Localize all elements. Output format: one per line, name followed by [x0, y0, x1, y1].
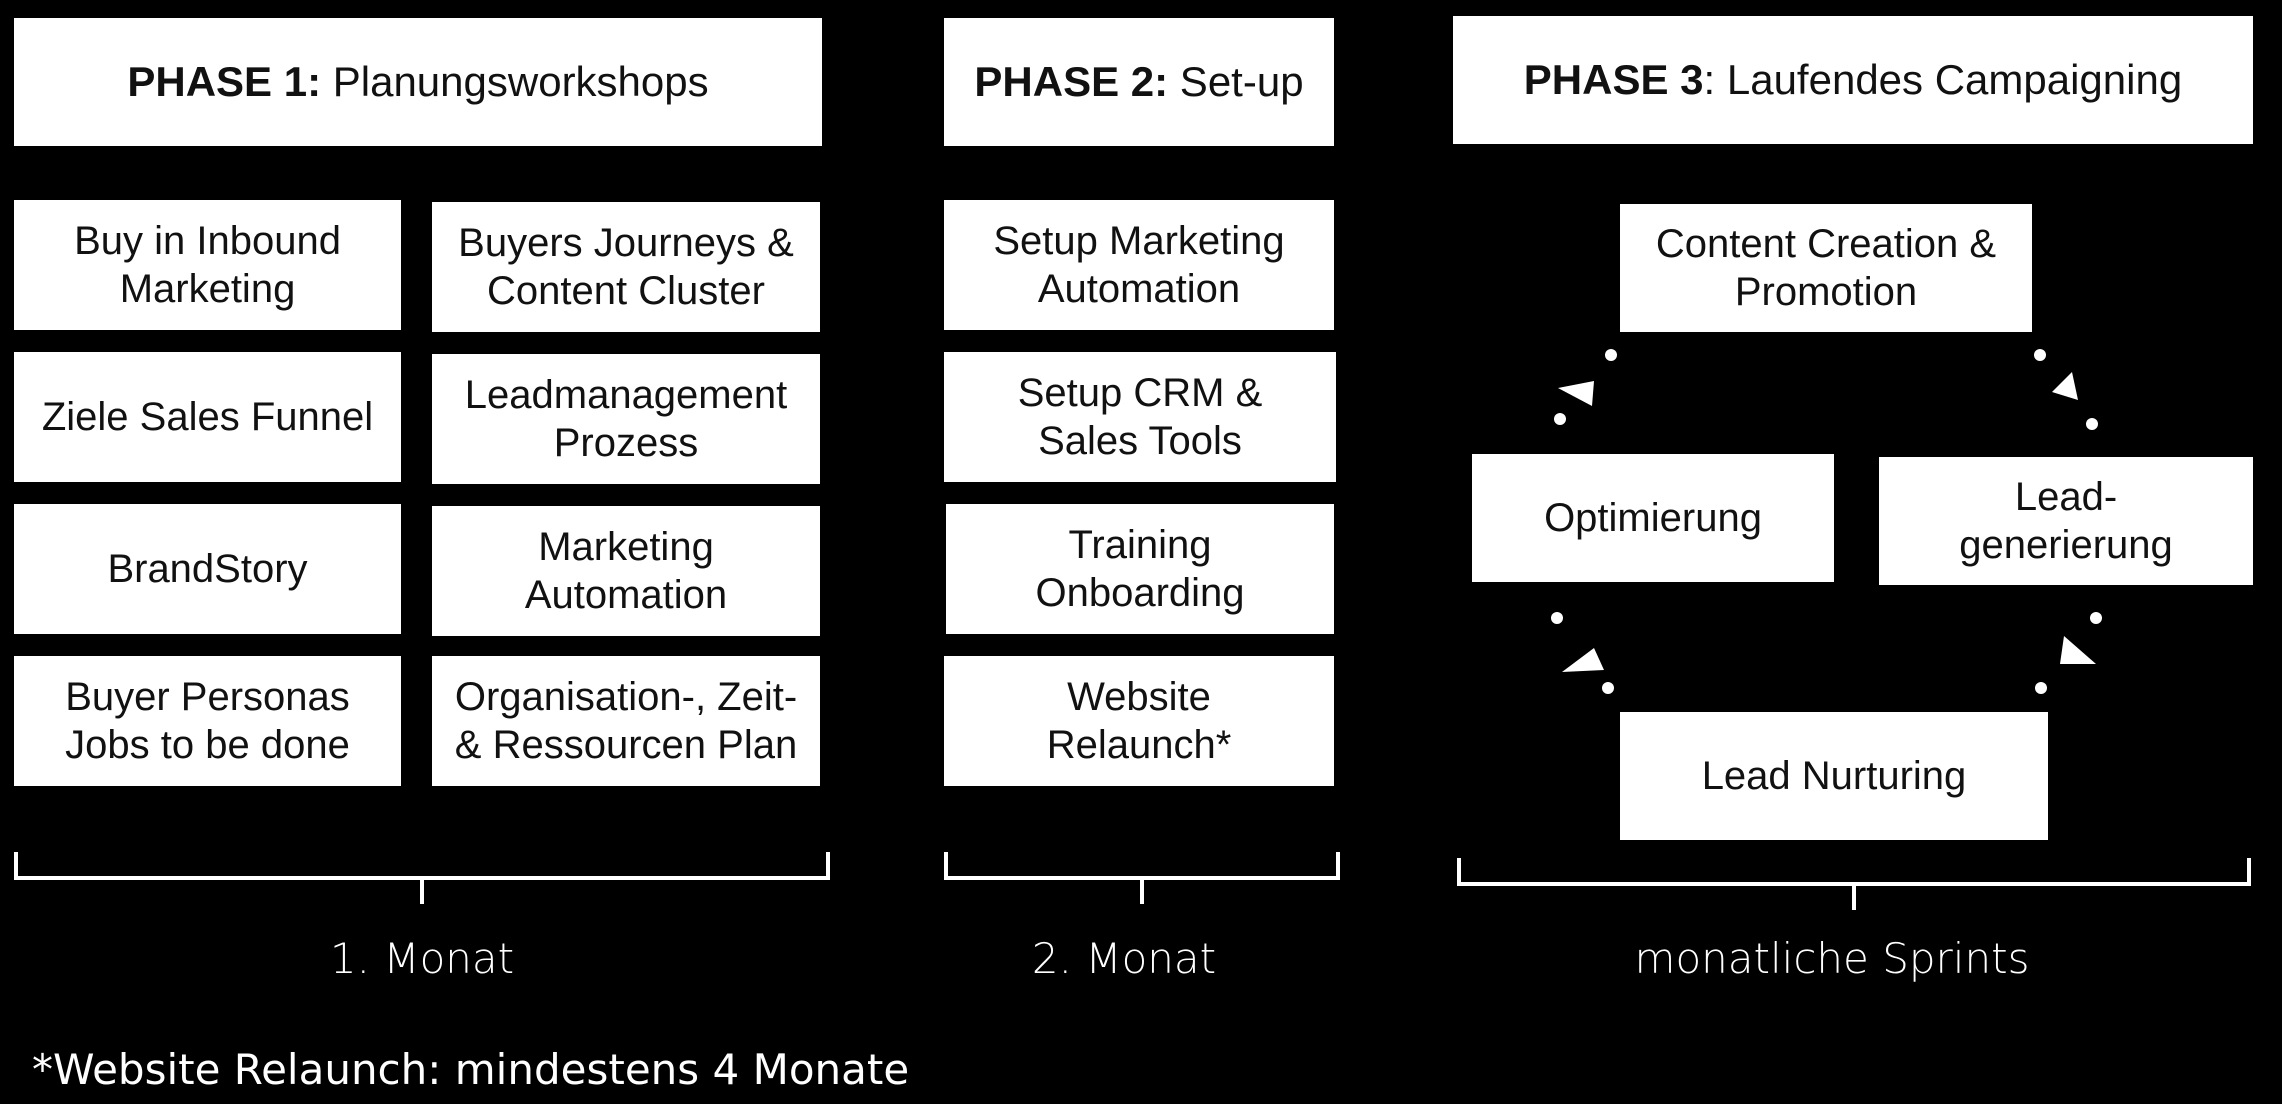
phase-1-bracket: [14, 852, 830, 904]
cycle-arrow-bottom-right: [2035, 612, 2102, 694]
footnote: *Website Relaunch: mindestens 4 Monate: [32, 1045, 910, 1094]
phase-3-title: : Laufendes Campaigning: [1703, 55, 2183, 103]
phase-1-timeline: 1. Monat: [329, 934, 515, 983]
cycle-content-creation: Content Creation & Promotion: [1620, 204, 2032, 332]
cycle-arrow-bottom-left: [1551, 612, 1614, 694]
phase-1-item-ziele: Ziele Sales Funnel: [14, 352, 401, 482]
phase-1-prefix: PHASE 1:: [127, 57, 322, 105]
phase-1-item-organisation: Organisation-, Zeit- & Ressourcen Plan: [432, 656, 820, 786]
cycle-optimierung: Optimierung: [1472, 454, 1834, 582]
phase-1-item-leadmanagement: Leadmanagement Prozess: [432, 354, 820, 484]
phase-3-bracket: [1457, 858, 2251, 910]
phase-3-timeline: monatliche Sprints: [1634, 934, 2030, 983]
phase-2-timeline: 2. Monat: [1031, 934, 1217, 983]
phase-1-item-buyer-personas: Buyer Personas Jobs to be done: [14, 656, 401, 786]
phase-1-item-buy-in: Buy in Inbound Marketing: [14, 200, 401, 330]
phase-2-item-website: Website Relaunch*: [944, 656, 1334, 786]
phase-1-title: Planungsworkshops: [321, 57, 709, 105]
cycle-arrow-top-left: [1554, 349, 1617, 425]
phase-1-item-marketing-automation: Marketing Automation: [432, 506, 820, 636]
phase-2-item-setup-ma: Setup Marketing Automation: [944, 200, 1334, 330]
phase-1-item-buyers-journeys: Buyers Journeys & Content Cluster: [432, 202, 820, 332]
phase-1-header: PHASE 1: Planungsworkshops: [14, 18, 822, 146]
phase-2-prefix: PHASE 2:: [974, 57, 1169, 105]
phase-2-item-setup-crm: Setup CRM & Sales Tools: [944, 352, 1336, 482]
phase-3-prefix: PHASE 3: [1523, 55, 1704, 103]
phase-2-title: Set-up: [1168, 57, 1304, 105]
cycle-arrow-top-right: [2034, 349, 2098, 430]
cycle-leadgenerierung: Lead- generierung: [1879, 457, 2253, 585]
phase-2-item-training: Training Onboarding: [946, 504, 1334, 634]
phase-1-item-brandstory: BrandStory: [14, 504, 401, 634]
cycle-lead-nurturing: Lead Nurturing: [1620, 712, 2048, 840]
phase-2-bracket: [944, 852, 1340, 904]
phase-3-header: PHASE 3: Laufendes Campaigning: [1453, 16, 2253, 144]
phase-2-header: PHASE 2: Set-up: [944, 18, 1334, 146]
